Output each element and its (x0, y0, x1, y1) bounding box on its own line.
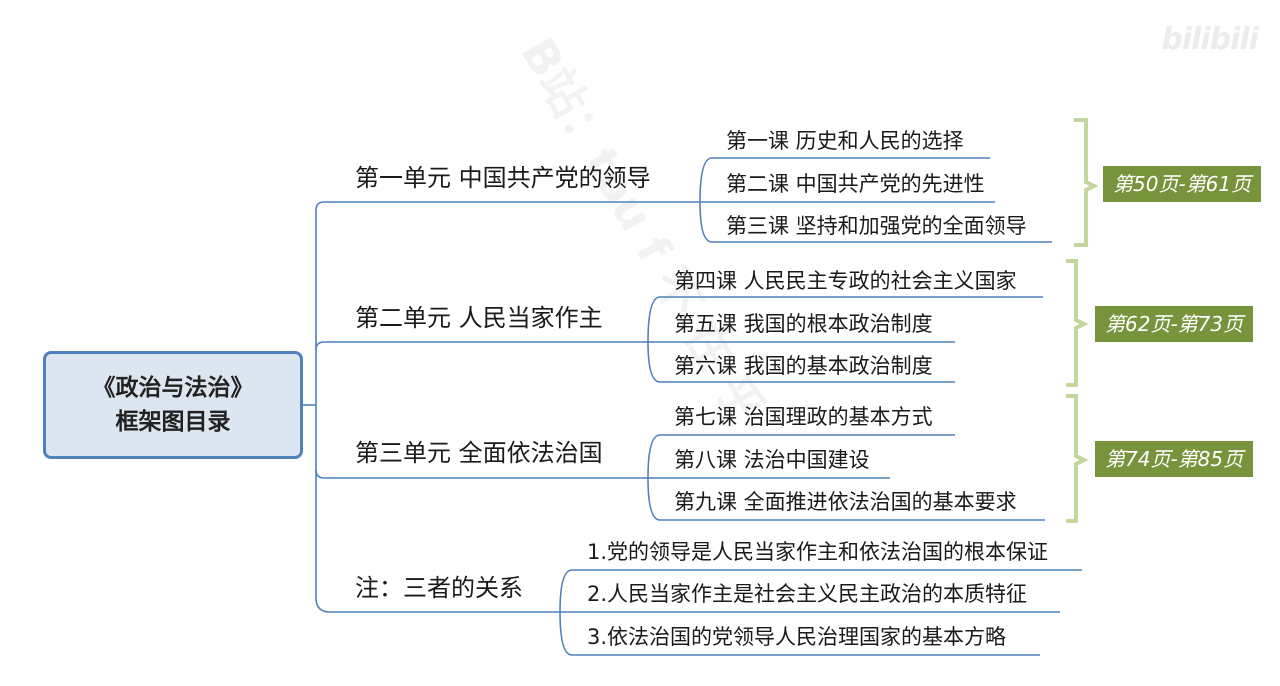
unit1-title: 第一单元 中国共产党的领导 (355, 164, 651, 192)
unit3-branch (315, 469, 648, 479)
root-node: 《政治与法治》 框架图目录 (43, 351, 303, 459)
lesson-1: 第一课 历史和人民的选择 (726, 129, 964, 153)
note-item-2: 2.人民当家作主是社会主义民主政治的本质特征 (587, 582, 1028, 606)
lesson-3: 第三课 坚持和加强党的全面领导 (726, 214, 1027, 238)
unit2-page-range: 第62页-第73页 (1095, 306, 1254, 342)
lesson-6: 第六课 我国的基本政治制度 (674, 354, 933, 378)
bracket-unit3 (1066, 394, 1089, 523)
unit3-title: 第三单元 全面依法治国 (355, 439, 603, 467)
lesson-5: 第五课 我国的根本政治制度 (674, 312, 933, 336)
lesson-4: 第四课 人民民主专政的社会主义国家 (674, 269, 1017, 293)
lesson-7: 第七课 治国理政的基本方式 (674, 405, 933, 429)
unit3-page-range: 第74页-第85页 (1095, 441, 1254, 477)
root-title-line2: 框架图目录 (115, 409, 231, 435)
note-item-1: 1.党的领导是人民当家作主和依法治国的根本保证 (587, 540, 1049, 564)
root-title-line1: 《政治与法治》 (92, 375, 254, 401)
note-sub-trunk (559, 569, 1082, 656)
unit1-page-range: 第50页-第61页 (1103, 166, 1262, 202)
bilibili-logo: bilibili (1161, 22, 1259, 57)
unit2-branch (315, 341, 648, 351)
trunk-line (315, 201, 331, 613)
lesson-2: 第二课 中国共产党的先进性 (726, 172, 985, 196)
bracket-unit2 (1066, 259, 1089, 387)
unit2-title: 第二单元 人民当家作主 (355, 304, 603, 332)
unit1-sub-trunk (699, 157, 1052, 243)
lesson-9: 第九课 全面推进依法治国的基本要求 (674, 490, 1017, 514)
lesson-8: 第八课 法治中国建设 (674, 448, 870, 472)
note-title: 注：三者的关系 (355, 574, 523, 602)
unit2-sub-trunk (647, 296, 1043, 383)
bracket-unit1 (1074, 118, 1099, 247)
unit3-sub-trunk (647, 434, 1045, 521)
note-item-3: 3.依法治国的党领导人民治理国家的基本方略 (587, 625, 1007, 649)
